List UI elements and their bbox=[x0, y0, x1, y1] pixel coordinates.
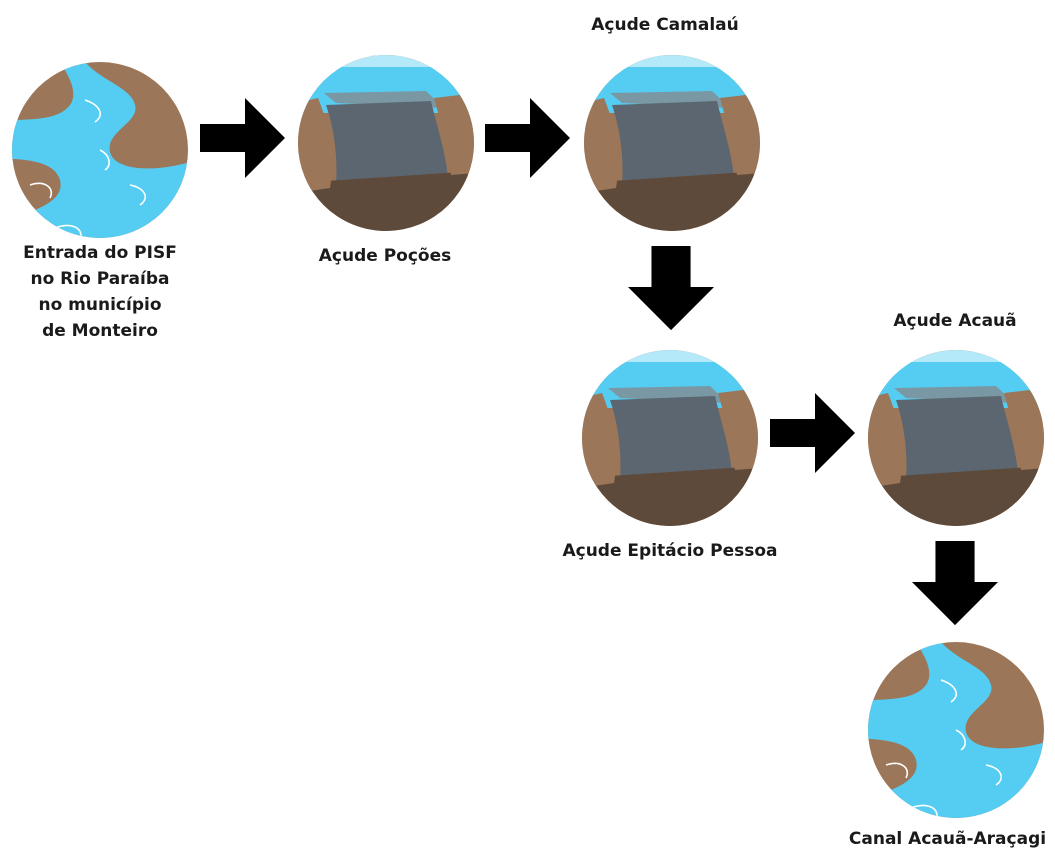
arrow-right-3 bbox=[770, 393, 858, 477]
arrow-down-2 bbox=[912, 540, 1000, 628]
label-camalau: Açude Camalaú bbox=[591, 15, 739, 35]
arrow-down-1 bbox=[628, 245, 716, 333]
node-monteiro bbox=[10, 60, 190, 240]
arrow-right-2 bbox=[485, 98, 573, 182]
dam-icon bbox=[296, 53, 476, 233]
arrow-right-1 bbox=[200, 98, 288, 182]
label-canal: Canal Acauã-Araçagi bbox=[848, 829, 1047, 849]
label-pocoes: Açude Poções bbox=[318, 246, 452, 266]
label-epitacio: Açude Epitácio Pessoa bbox=[562, 541, 778, 561]
dam-icon bbox=[580, 348, 760, 528]
node-camalau bbox=[582, 53, 762, 233]
node-acaua bbox=[866, 348, 1046, 528]
label-acaua: Açude Acauã bbox=[893, 311, 1017, 331]
node-epitacio bbox=[580, 348, 760, 528]
dam-icon bbox=[866, 348, 1046, 528]
node-canal bbox=[866, 640, 1046, 820]
river-icon bbox=[10, 60, 190, 240]
label-monteiro: Entrada do PISF no Rio Paraíba no municí… bbox=[23, 243, 177, 341]
river-icon bbox=[866, 640, 1046, 820]
dam-icon bbox=[582, 53, 762, 233]
node-pocoes bbox=[296, 53, 476, 233]
